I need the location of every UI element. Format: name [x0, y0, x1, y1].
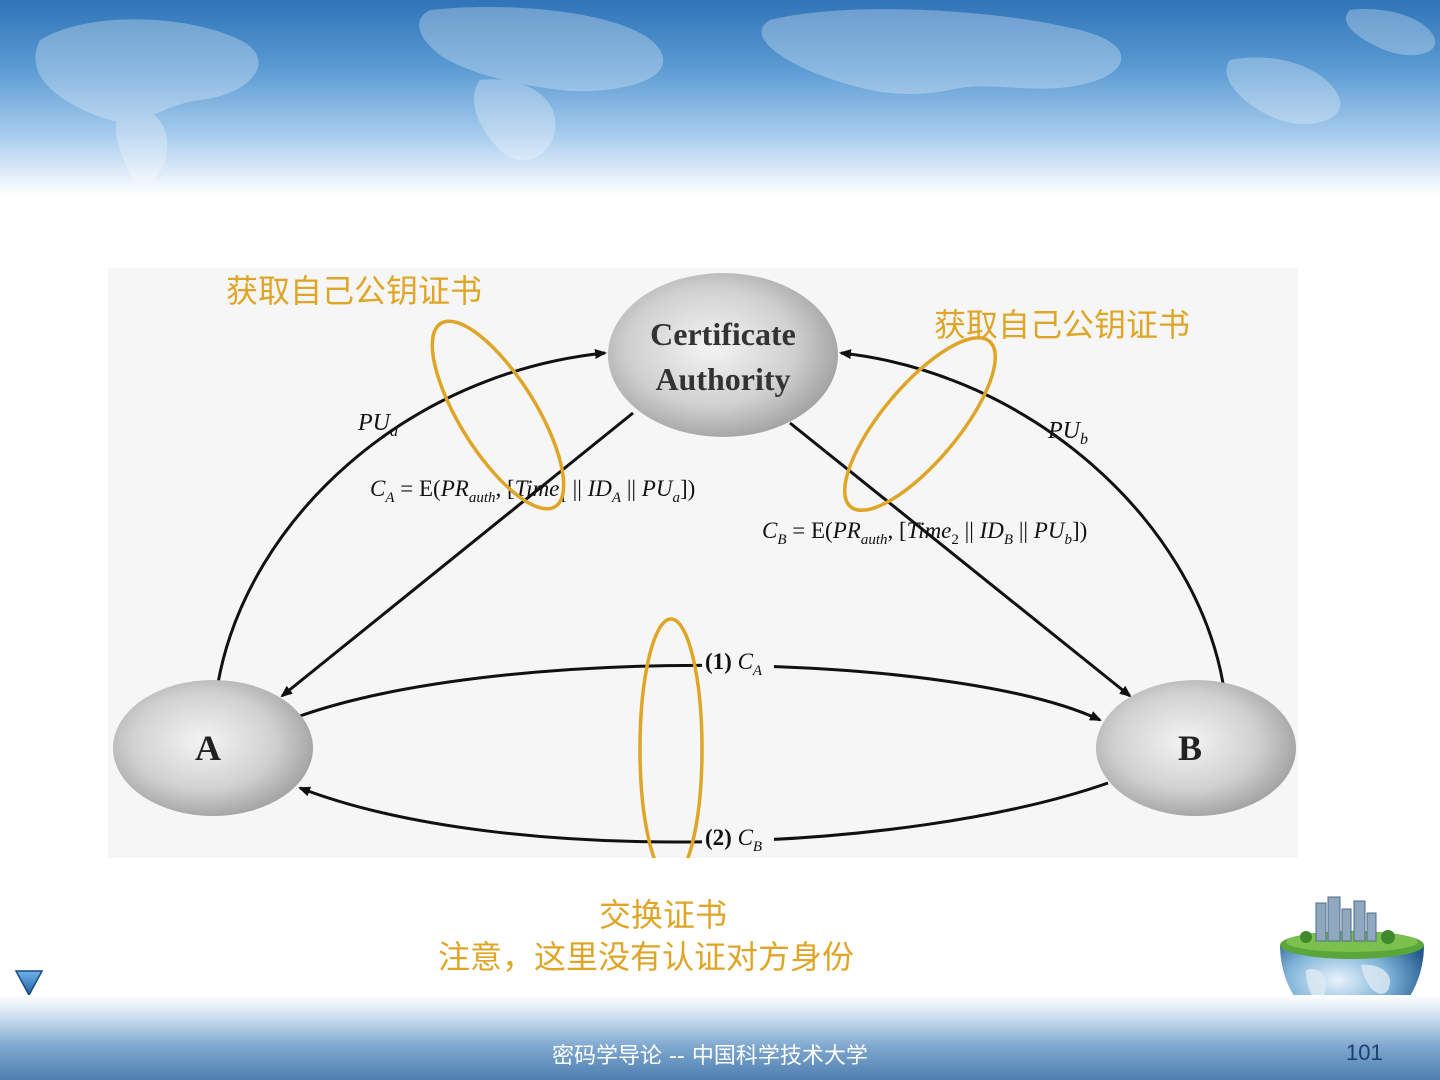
arrow-a-to-ca: [216, 349, 607, 684]
highlight-ellipse-right: [842, 335, 998, 513]
header-banner: [0, 0, 1440, 195]
world-map-background: [35, 6, 1436, 183]
certificate-authority-node: [608, 273, 838, 437]
footer-banner: [0, 995, 1440, 1080]
ca-label-line1: Certificate: [650, 316, 796, 352]
page-number: 101: [1346, 1040, 1383, 1065]
node-a-label: A: [195, 728, 221, 768]
message-1-label: (1) CA: [705, 649, 763, 679]
message-2-label: (2) CB: [705, 825, 762, 855]
pu-b-label: PUb: [1047, 418, 1088, 448]
diagram-panel: Certificate Authority A B PUa PUb CA = E…: [108, 268, 1298, 858]
annotation-get-cert-right: 获取自己公钥证书: [934, 306, 1191, 344]
annotation-exchange: 交换证书: [599, 896, 728, 934]
arrow-ca-to-a: [280, 411, 634, 698]
node-a: [113, 680, 313, 816]
footer-title: 密码学导论 -- 中国科学技术大学: [552, 1044, 868, 1069]
highlight-ellipse-exchange: [638, 617, 704, 858]
cert-a-formula: CA = E(PRauth, [Time1 || IDA || PUa]): [370, 476, 695, 506]
node-b-label: B: [1178, 728, 1202, 768]
arrow-ca-to-b: [789, 421, 1132, 698]
highlight-ellipse-left: [430, 319, 566, 511]
node-b: [1096, 680, 1296, 816]
annotation-note: 注意，这里没有认证对方身份: [438, 938, 855, 976]
cert-b-formula: CB = E(PRauth, [Time2 || IDB || PUb]): [762, 518, 1087, 548]
certificate-exchange-diagram: Certificate Authority A B PUa PUb CA = E…: [113, 273, 1296, 858]
pu-a-label: PUa: [357, 410, 398, 440]
ca-label-line2: Authority: [655, 361, 790, 397]
annotation-get-cert-left: 获取自己公钥证书: [226, 272, 483, 310]
triangle-down-icon[interactable]: [14, 968, 44, 998]
arrow-b-to-ca: [839, 349, 1225, 684]
